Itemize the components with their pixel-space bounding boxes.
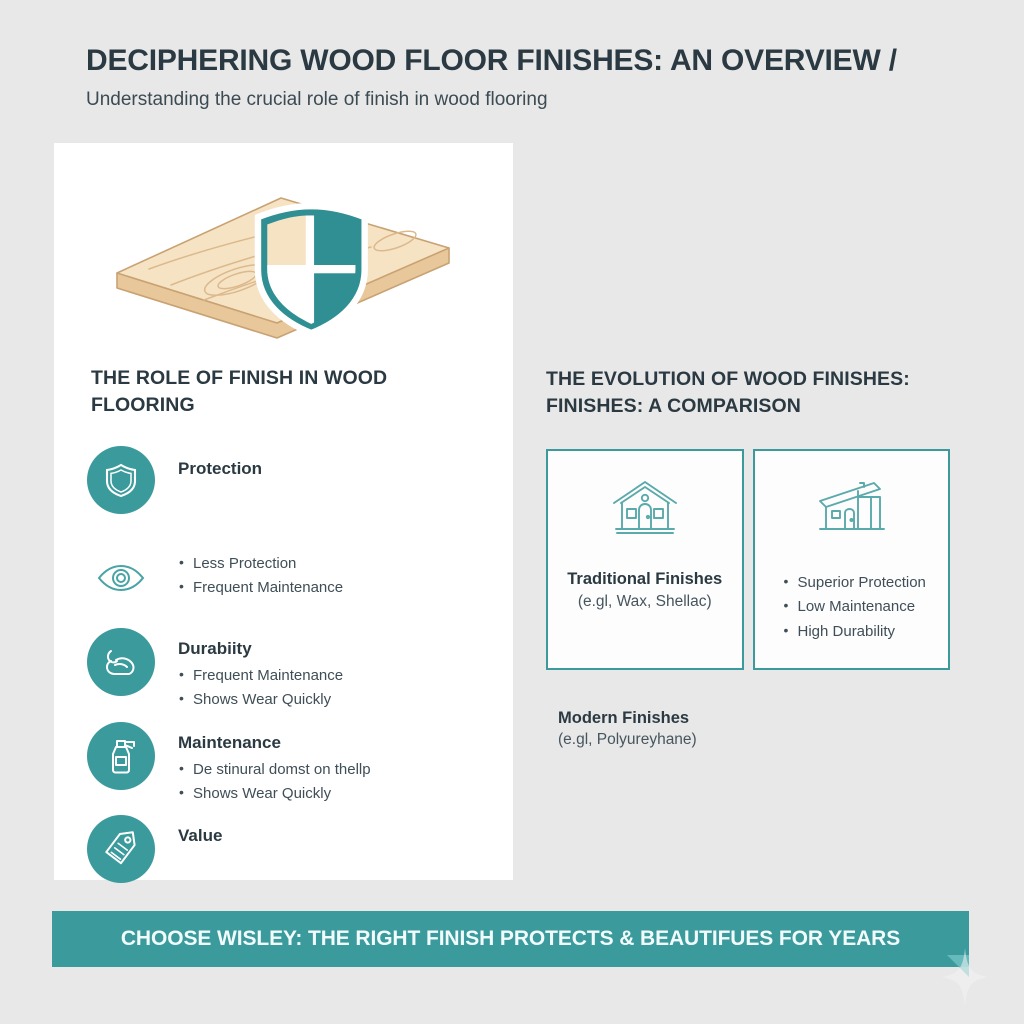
card-bullets: Superior Protection Low Maintenance High… xyxy=(769,570,926,644)
feature-durability: Durabiity Frequent Maintenance Shows Wea… xyxy=(87,628,487,712)
note-title: Modern Finishes xyxy=(558,709,690,727)
wood-plank-illustration xyxy=(116,197,450,339)
protection-shield-icon xyxy=(254,202,368,337)
note-subtitle: (e.gl, Polyureyhane) xyxy=(558,731,697,749)
shield-icon xyxy=(87,446,155,514)
feature-value: Value xyxy=(87,815,487,889)
feature-bullets: De stinural domst on thellp Shows Wear Q… xyxy=(178,757,487,806)
feature-title: Value xyxy=(178,826,223,846)
feature-title: Durabiity xyxy=(178,639,252,658)
bottom-banner: CHOOSE WISLEY: THE RIGHT FINISH PROTECTS… xyxy=(52,911,969,977)
modern-finishes-note: Modern Finishes (e.gl, Polyureyhane) xyxy=(558,708,918,751)
bullet-item: Superior Protection xyxy=(783,570,926,595)
muscle-arm-icon xyxy=(87,628,155,696)
bullet-item: Low Maintenance xyxy=(783,594,926,619)
sparkle-icon xyxy=(941,948,989,1006)
feature-title: Maintenance xyxy=(178,732,281,752)
bullet-item: Shows Wear Quickly xyxy=(178,687,487,712)
feature-title: Protection xyxy=(178,459,263,478)
left-panel: THE ROLE OF FINISH IN WOOD FLOORING Prot… xyxy=(54,143,513,884)
feature-bullets: Less Protection Frequent Maintenance xyxy=(178,551,487,600)
spray-bottle-icon xyxy=(87,721,155,790)
card-traditional-finishes: Traditional Finishes (e.gl, Wax, Shellac… xyxy=(546,449,744,670)
left-column-heading: THE ROLE OF FINISH IN WOOD FLOORING xyxy=(91,367,388,416)
traditional-house-icon xyxy=(608,471,682,545)
bullet-item: High Durability xyxy=(783,619,926,644)
hero-illustration xyxy=(109,163,459,343)
header: DECIPHERING WOOD FLOOR FINISHES: AN OVER… xyxy=(86,44,966,111)
feature-protection: Protection xyxy=(87,446,487,542)
comparison-cards: Traditional Finishes (e.gl, Wax, Shellac… xyxy=(546,449,950,670)
bullet-item: Shows Wear Quickly xyxy=(178,781,487,806)
banner-text: CHOOSE WISLEY: THE RIGHT FINISH PROTECTS… xyxy=(120,927,901,950)
page-title: DECIPHERING WOOD FLOOR FINISHES: AN OVER… xyxy=(86,44,897,77)
bullet-item: Less Protection xyxy=(178,551,487,576)
page-subtitle: Understanding the crucial role of finish… xyxy=(86,88,548,110)
feature-eye: Less Protection Frequent Maintenance xyxy=(87,551,487,618)
bullet-item: Frequent Maintenance xyxy=(178,575,487,600)
bullet-item: Frequent Maintenance xyxy=(178,663,487,688)
bullet-item: De stinural domst on thellp xyxy=(178,757,487,782)
feature-maintenance: Maintenance De stinural domst on thellp … xyxy=(87,721,487,806)
modern-house-icon xyxy=(814,471,888,545)
eye-icon xyxy=(87,552,155,604)
card-modern-finishes: Superior Protection Low Maintenance High… xyxy=(752,449,950,670)
card-title: Traditional Finishes xyxy=(567,570,723,588)
right-column-heading: THE EVOLUTION OF WOOD FINISHES: FINISHES… xyxy=(546,368,910,417)
feature-list: Protection Less Protection Frequent Main… xyxy=(87,446,487,889)
feature-bullets: Frequent Maintenance Shows Wear Quickly xyxy=(178,663,487,712)
price-tag-icon xyxy=(87,815,155,884)
card-subtitle: (e.gl, Wax, Shellac) xyxy=(577,592,712,610)
